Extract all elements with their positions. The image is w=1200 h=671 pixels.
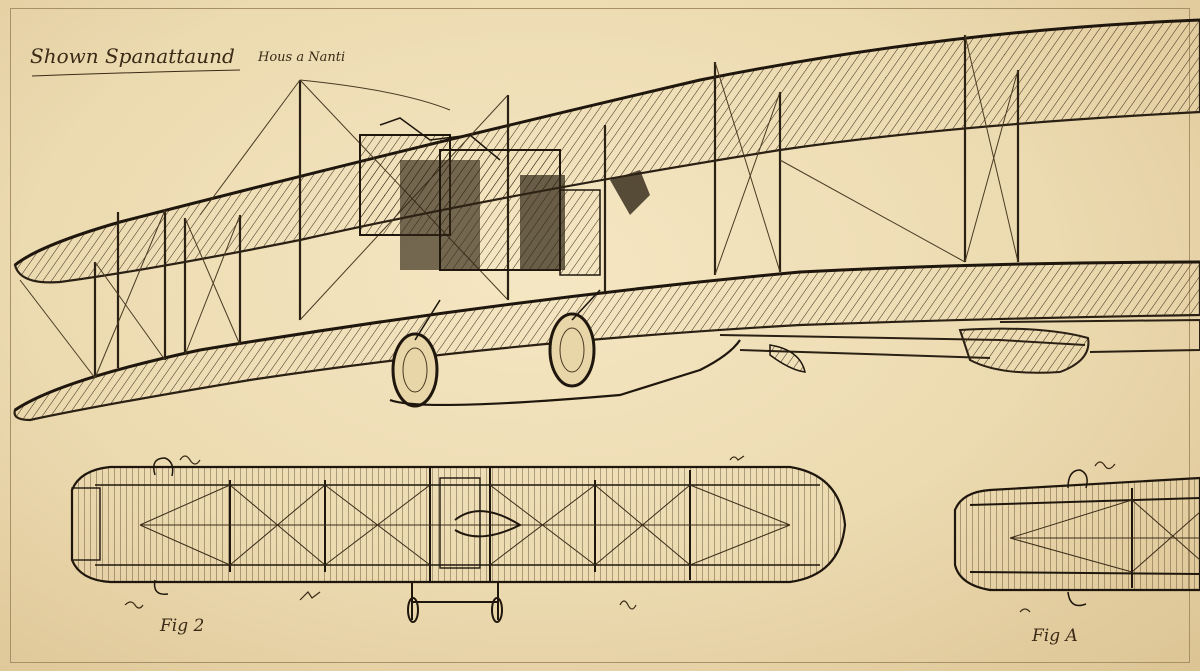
lower-wing — [13, 260, 1200, 422]
figure-label-right: Fig A — [1032, 626, 1078, 646]
sheet-border — [10, 8, 1190, 663]
handwritten-subtitle: Hous a Nanti — [258, 50, 346, 65]
upper-wing — [13, 18, 1200, 284]
landing-gear — [389, 289, 806, 408]
handwritten-title: Shown Spanattaund — [30, 44, 235, 68]
plan-view-right — [953, 469, 1200, 607]
plan-view-left — [70, 457, 847, 623]
annotation-marks — [124, 455, 1116, 613]
title-underline — [31, 69, 241, 77]
engine-assembly — [359, 117, 650, 276]
figure-label-left: Fig 2 — [160, 616, 205, 636]
bracing-wires — [19, 34, 1019, 379]
